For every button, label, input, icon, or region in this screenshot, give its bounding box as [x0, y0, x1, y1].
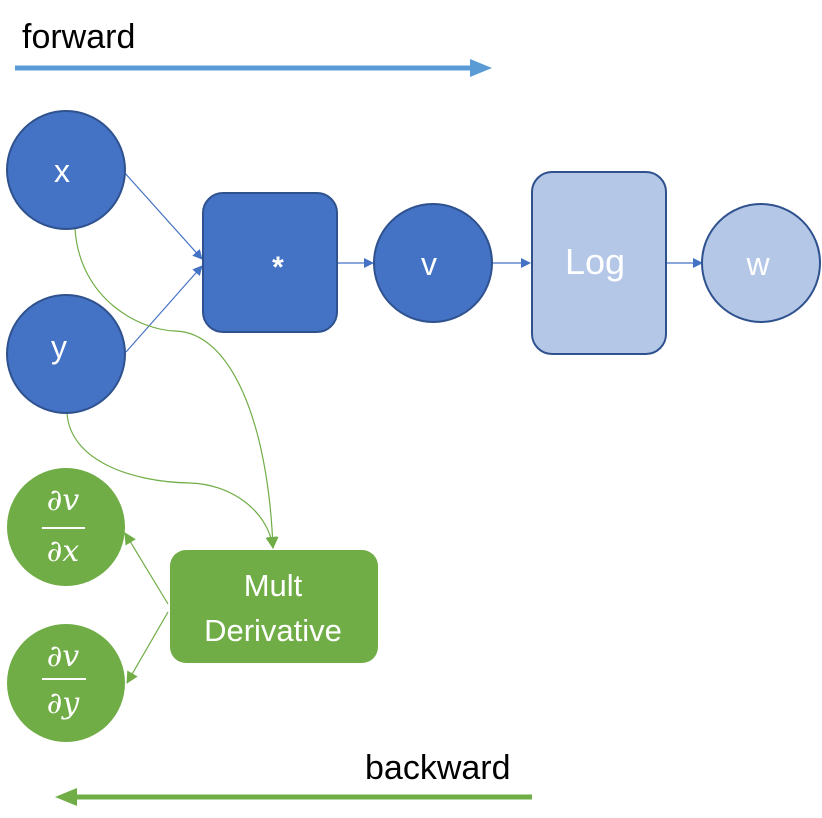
node-log-op[interactable]: Log — [531, 171, 667, 355]
node-x-label: x — [54, 153, 70, 189]
edge-x-to-mult — [123, 171, 203, 260]
node-v[interactable]: v — [373, 203, 493, 323]
forward-label: forward — [22, 18, 135, 56]
node-y[interactable]: y — [6, 294, 126, 414]
node-mult-derivative-line1: Mult — [244, 568, 303, 603]
node-w[interactable]: w — [701, 203, 821, 323]
node-log-op-label: Log — [565, 241, 625, 282]
node-y-label: y — [51, 329, 67, 365]
node-mult-op-label: * — [272, 251, 284, 284]
node-mult-op[interactable]: * — [202, 192, 338, 333]
edge-y-to-mult — [125, 265, 203, 353]
edge-y-to-mult-derivative — [66, 412, 278, 549]
node-dvdx-numerator: ∂v — [47, 483, 80, 518]
edge-x-to-mult-derivative — [74, 228, 279, 549]
forward-arrow — [15, 59, 492, 77]
node-x[interactable]: x — [6, 110, 126, 230]
node-mult-derivative[interactable]: Mult Derivative — [170, 550, 378, 663]
backward-arrow — [55, 788, 532, 806]
node-dvdy-denominator: ∂y — [47, 686, 81, 721]
backward-label: backward — [365, 749, 511, 787]
node-mult-derivative-line2: Derivative — [204, 613, 342, 648]
node-dvdy-numerator: ∂v — [47, 639, 80, 674]
edge-mult-derivative-to-dvdy — [126, 611, 169, 684]
node-w-label: w — [745, 246, 770, 282]
node-dvdy[interactable]: ∂v ∂y — [7, 624, 125, 742]
node-dvdx[interactable]: ∂v ∂x — [7, 468, 125, 586]
node-dvdx-denominator: ∂x — [47, 534, 80, 569]
edge-mult-derivative-to-dvdx — [124, 532, 169, 605]
node-v-label: v — [421, 246, 437, 282]
